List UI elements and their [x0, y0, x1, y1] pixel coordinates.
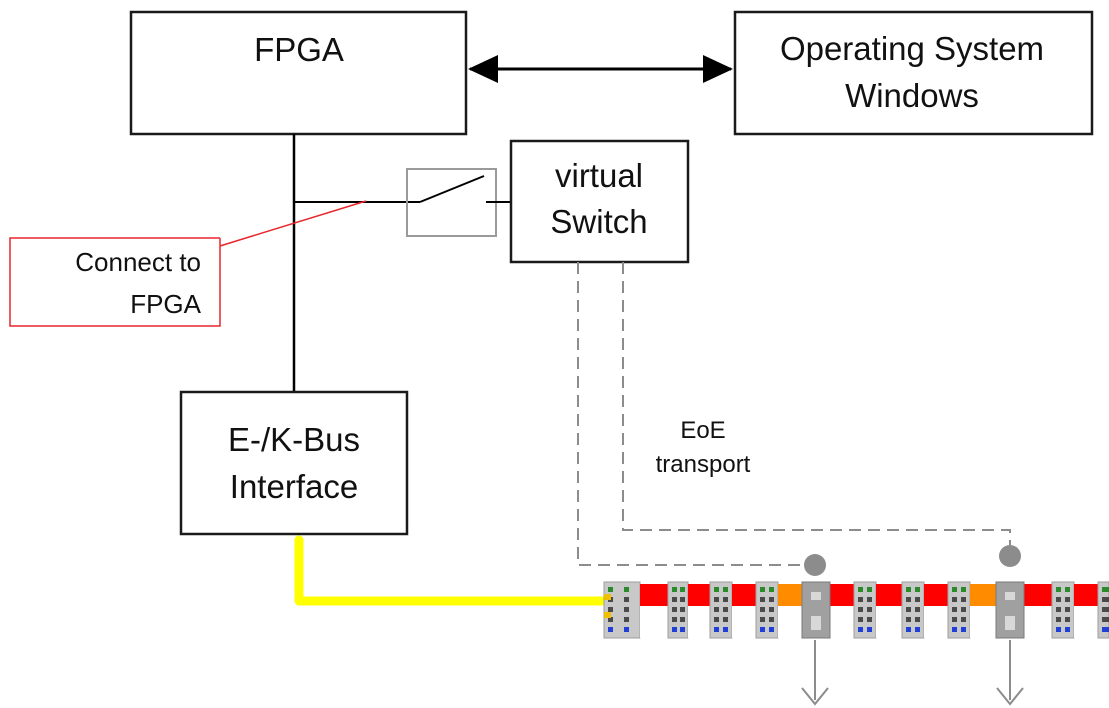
bus-interface-box: E-/K-Bus Interface — [179, 390, 409, 536]
terminal-module — [1024, 584, 1052, 606]
fpga-box: FPGA — [129, 10, 468, 136]
terminal-module — [876, 584, 902, 606]
os-label-line2: Windows — [845, 77, 979, 114]
terminal-module — [901, 581, 925, 639]
eoe-label-line1: EoE — [680, 417, 725, 444]
terminal-module — [853, 581, 877, 639]
terminal-module — [830, 584, 854, 606]
terminal-strip — [603, 581, 1109, 639]
arrow-down-icon — [996, 687, 1024, 706]
operating-system-box: Operating System Windows — [733, 10, 1094, 136]
terminal-module — [732, 584, 756, 606]
terminal-module — [1074, 584, 1098, 606]
vswitch-label-line2: Switch — [550, 203, 647, 240]
terminal-module — [709, 581, 733, 639]
terminal-module — [778, 584, 802, 606]
fpga-os-double-arrow — [468, 55, 733, 83]
virtual-switch-box: virtual Switch — [509, 139, 690, 264]
eoe-label-line2: transport — [656, 451, 751, 478]
eoe-tap-1 — [801, 554, 829, 706]
bus-label-line1: E-/K-Bus — [228, 421, 360, 458]
terminal-module — [947, 581, 971, 639]
callout-line2: FPGA — [130, 289, 201, 319]
tap-node-2 — [999, 545, 1021, 567]
tap-node-1 — [804, 554, 826, 576]
callout-line1: Connect to — [75, 247, 201, 277]
terminal-module — [688, 584, 710, 606]
terminal-module — [755, 581, 779, 639]
kbus-yellow-line — [294, 535, 609, 606]
terminal-module — [970, 584, 996, 606]
bus-label-line2: Interface — [230, 468, 358, 505]
switch-symbol — [406, 168, 511, 237]
vswitch-label-line1: virtual — [555, 157, 643, 194]
eoe-tap-2 — [996, 545, 1024, 706]
os-label-line1: Operating System — [780, 30, 1044, 67]
fpga-label: FPGA — [254, 31, 344, 68]
terminal-module — [924, 584, 948, 606]
connect-callout: Connect to FPGA — [9, 200, 367, 327]
arrow-down-icon — [801, 687, 829, 706]
eoe-dashed-lines — [577, 262, 1011, 566]
terminal-module — [1051, 581, 1075, 639]
terminal-module — [640, 584, 668, 606]
